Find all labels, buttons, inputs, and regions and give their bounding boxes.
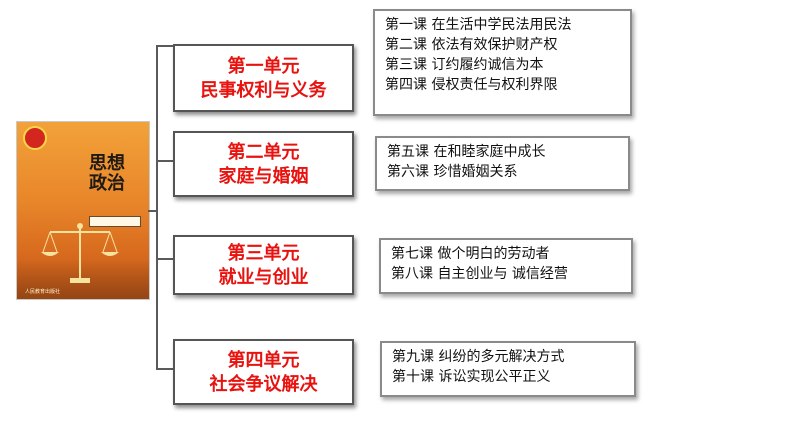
book-title: 思想政治 (89, 153, 125, 194)
lesson-box-1: 第一课 在生活中学民法用民法 第二课 依法有效保护财产权 第三课 订约履约诚信为… (373, 9, 632, 116)
unit-number: 第三单元 (227, 243, 300, 264)
unit-box-2: 第二单元 家庭与婚姻 (173, 131, 354, 197)
lesson-item: 第三课 订约履约诚信为本 (385, 57, 544, 73)
unit-number: 第二单元 (227, 142, 300, 163)
lesson-item: 第六课 珍惜婚姻关系 (387, 164, 518, 180)
balance-scale-icon (41, 223, 119, 283)
publisher-logo-icon (23, 126, 47, 150)
lesson-box-2: 第五课 在和睦家庭中成长 第六课 珍惜婚姻关系 (375, 136, 630, 191)
unit-name: 就业与创业 (218, 267, 309, 288)
unit-name: 家庭与婚姻 (218, 166, 309, 187)
lesson-box-4: 第九课 纠纷的多元解决方式 第十课 诉讼实现公平正义 (380, 341, 636, 397)
unit-number: 第一单元 (227, 56, 300, 77)
lesson-item: 第八课 自主创业与 诚信经营 (391, 266, 568, 282)
connector-stem (148, 210, 158, 212)
unit-box-4: 第四单元 社会争议解决 (173, 339, 354, 405)
connector-branch-4 (156, 368, 173, 370)
lesson-item: 第七课 做个明白的劳动者 (391, 246, 550, 262)
book-band (89, 216, 141, 227)
lesson-item: 第九课 纠纷的多元解决方式 (392, 349, 565, 365)
unit-name: 社会争议解决 (209, 374, 318, 395)
textbook-cover: 思想政治 人民教育出版社 (16, 121, 150, 300)
connector-branch-2 (156, 160, 173, 162)
lesson-item: 第十课 诉讼实现公平正义 (392, 369, 551, 385)
lesson-item: 第四课 侵权责任与权利界限 (385, 77, 558, 93)
connector-trunk (156, 45, 158, 370)
lesson-item: 第一课 在生活中学民法用民法 (385, 17, 572, 33)
lesson-item: 第二课 依法有效保护财产权 (385, 37, 558, 53)
unit-number: 第四单元 (227, 350, 300, 371)
lesson-item: 第五课 在和睦家庭中成长 (387, 144, 546, 160)
unit-box-1: 第一单元 民事权利与义务 (173, 44, 354, 112)
lesson-box-3: 第七课 做个明白的劳动者 第八课 自主创业与 诚信经营 (379, 238, 633, 294)
unit-box-3: 第三单元 就业与创业 (173, 235, 354, 295)
connector-branch-3 (156, 258, 173, 260)
connector-branch-1 (156, 45, 173, 47)
book-publisher: 人民教育出版社 (25, 289, 61, 295)
unit-name: 民事权利与义务 (200, 80, 327, 101)
